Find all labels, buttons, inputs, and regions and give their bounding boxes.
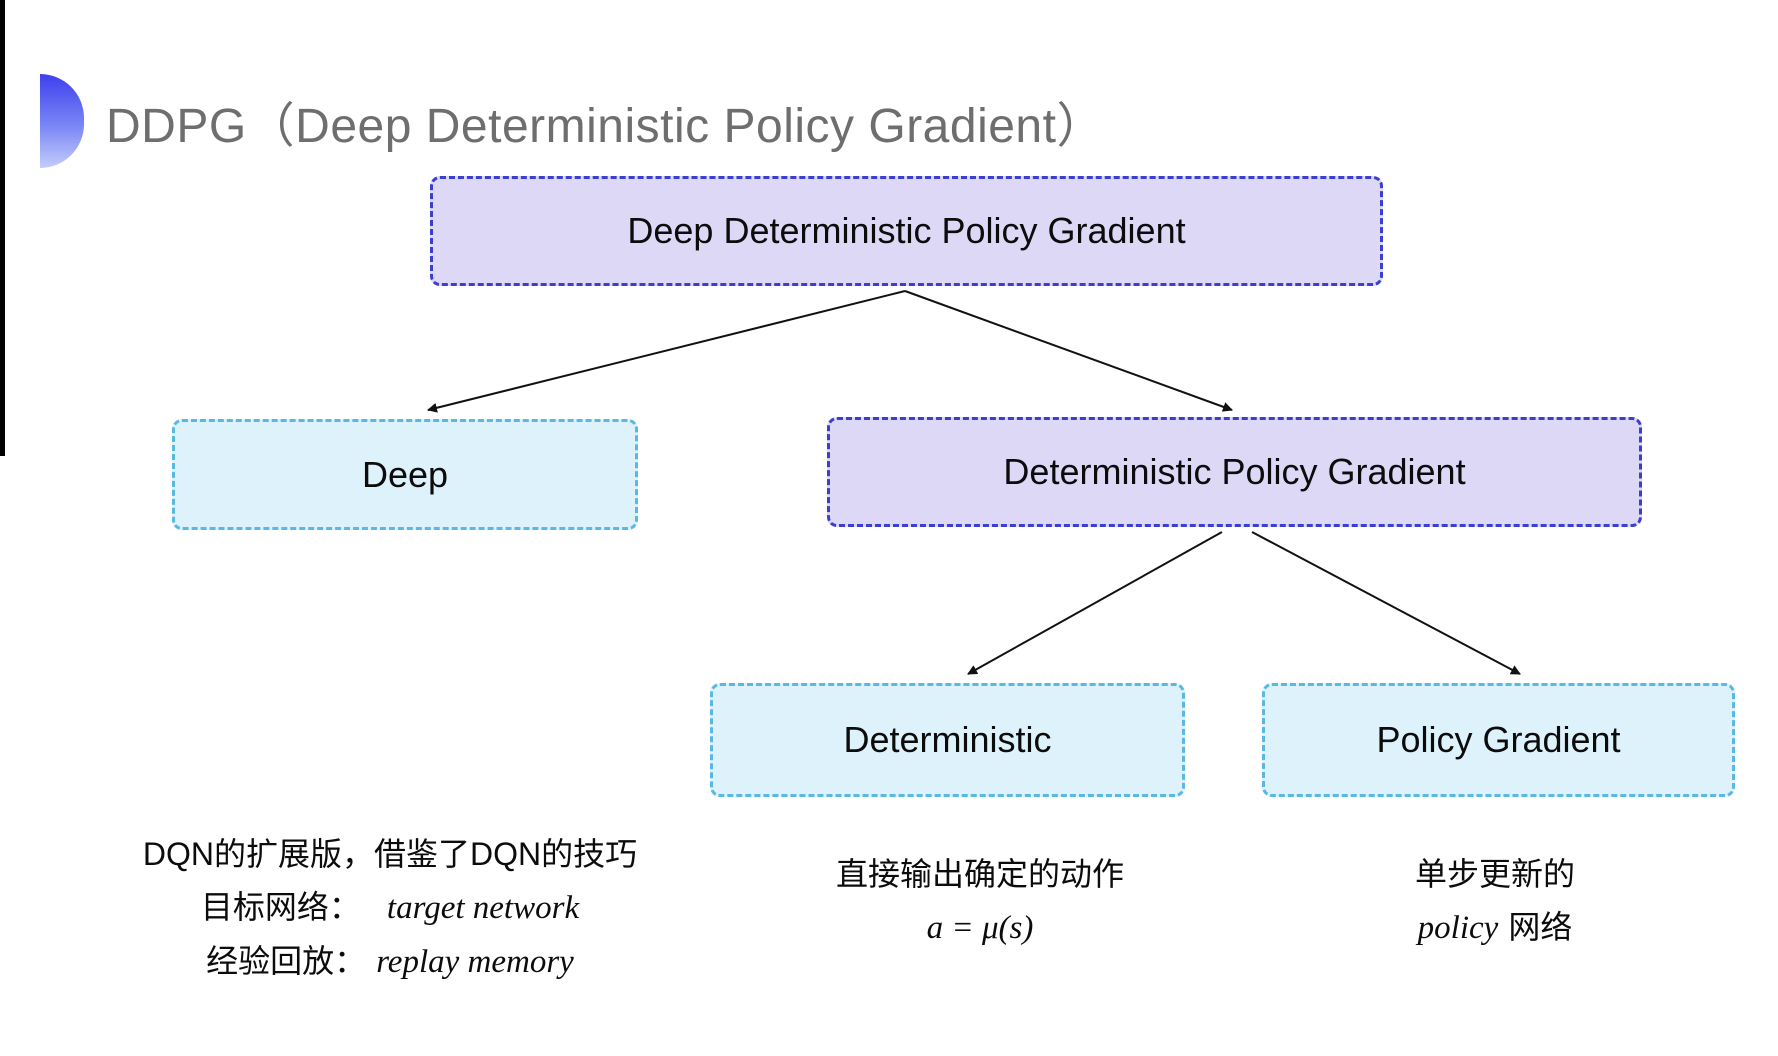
arrow-ddpg-to-deep	[427, 290, 906, 413]
page-title: DDPG（Deep Deterministic Policy Gradient）	[106, 100, 1105, 153]
term-policy: policy	[1417, 909, 1499, 946]
term-target-network: target network	[386, 889, 580, 926]
node-label: Deterministic Policy Gradient	[1003, 451, 1466, 492]
term-replay-memory: replay memory	[376, 944, 574, 981]
node-label: Deterministic	[843, 719, 1052, 760]
arrow-dpg-to-policy-gradient	[1251, 531, 1521, 675]
node-deep: Deep	[172, 419, 638, 530]
annotation-line: DQN的扩展版，借鉴了DQN的技巧	[142, 836, 638, 872]
node-policy-gradient: Policy Gradient	[1262, 683, 1735, 797]
node-deterministic-policy-gradient: Deterministic Policy Gradient	[827, 417, 1642, 527]
node-label: Deep Deterministic Policy Gradient	[627, 210, 1186, 251]
node-label: Deep	[361, 453, 449, 495]
annotation-dqn-notes: DQN的扩展版，借鉴了DQN的技巧 目标网络：target network 经验…	[120, 828, 660, 990]
title-row: DDPG（Deep Deterministic Policy Gradient）	[40, 74, 1105, 168]
left-edge-line	[0, 0, 5, 456]
annotation-line: 经验回放：replay memory	[206, 943, 574, 981]
annotation-formula: a = μ(s)	[926, 909, 1034, 946]
annotation-deterministic: 直接输出确定的动作 a = μ(s)	[760, 848, 1200, 955]
node-deterministic: Deterministic	[710, 683, 1185, 797]
title-accent-icon	[40, 74, 84, 168]
arrow-dpg-to-deterministic	[967, 531, 1223, 675]
annotation-line: 单步更新的	[1414, 856, 1575, 892]
arrow-ddpg-to-dpg	[904, 290, 1233, 412]
node-deep-deterministic-policy-gradient: Deep Deterministic Policy Gradient	[430, 176, 1383, 286]
node-label: Policy Gradient	[1376, 719, 1621, 760]
annotation-line: 直接输出确定的动作	[835, 856, 1124, 892]
annotation-line: 目标网络：target network	[200, 888, 580, 926]
